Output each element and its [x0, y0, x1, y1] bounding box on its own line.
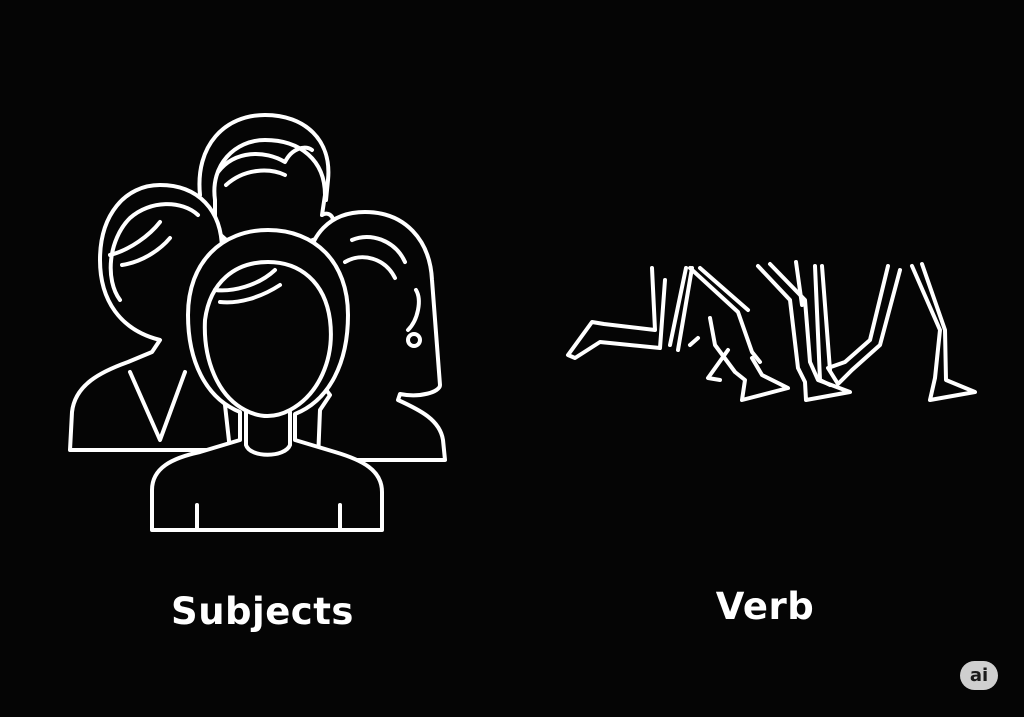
verb-caption: Verb: [715, 585, 815, 628]
ai-badge: ai: [960, 661, 998, 690]
running-legs-pair-4: [826, 262, 977, 402]
person-front-icon: [150, 228, 384, 532]
running-legs-pair-3: [756, 260, 852, 402]
running-legs-pair-2: [688, 266, 790, 402]
running-legs-icon: [566, 260, 977, 402]
group-of-people-icon: [68, 113, 447, 532]
subjects-caption: Subjects: [171, 590, 354, 633]
person-left-icon: [68, 183, 232, 452]
running-legs-pair-1: [566, 266, 694, 360]
person-back-icon: [197, 113, 336, 247]
